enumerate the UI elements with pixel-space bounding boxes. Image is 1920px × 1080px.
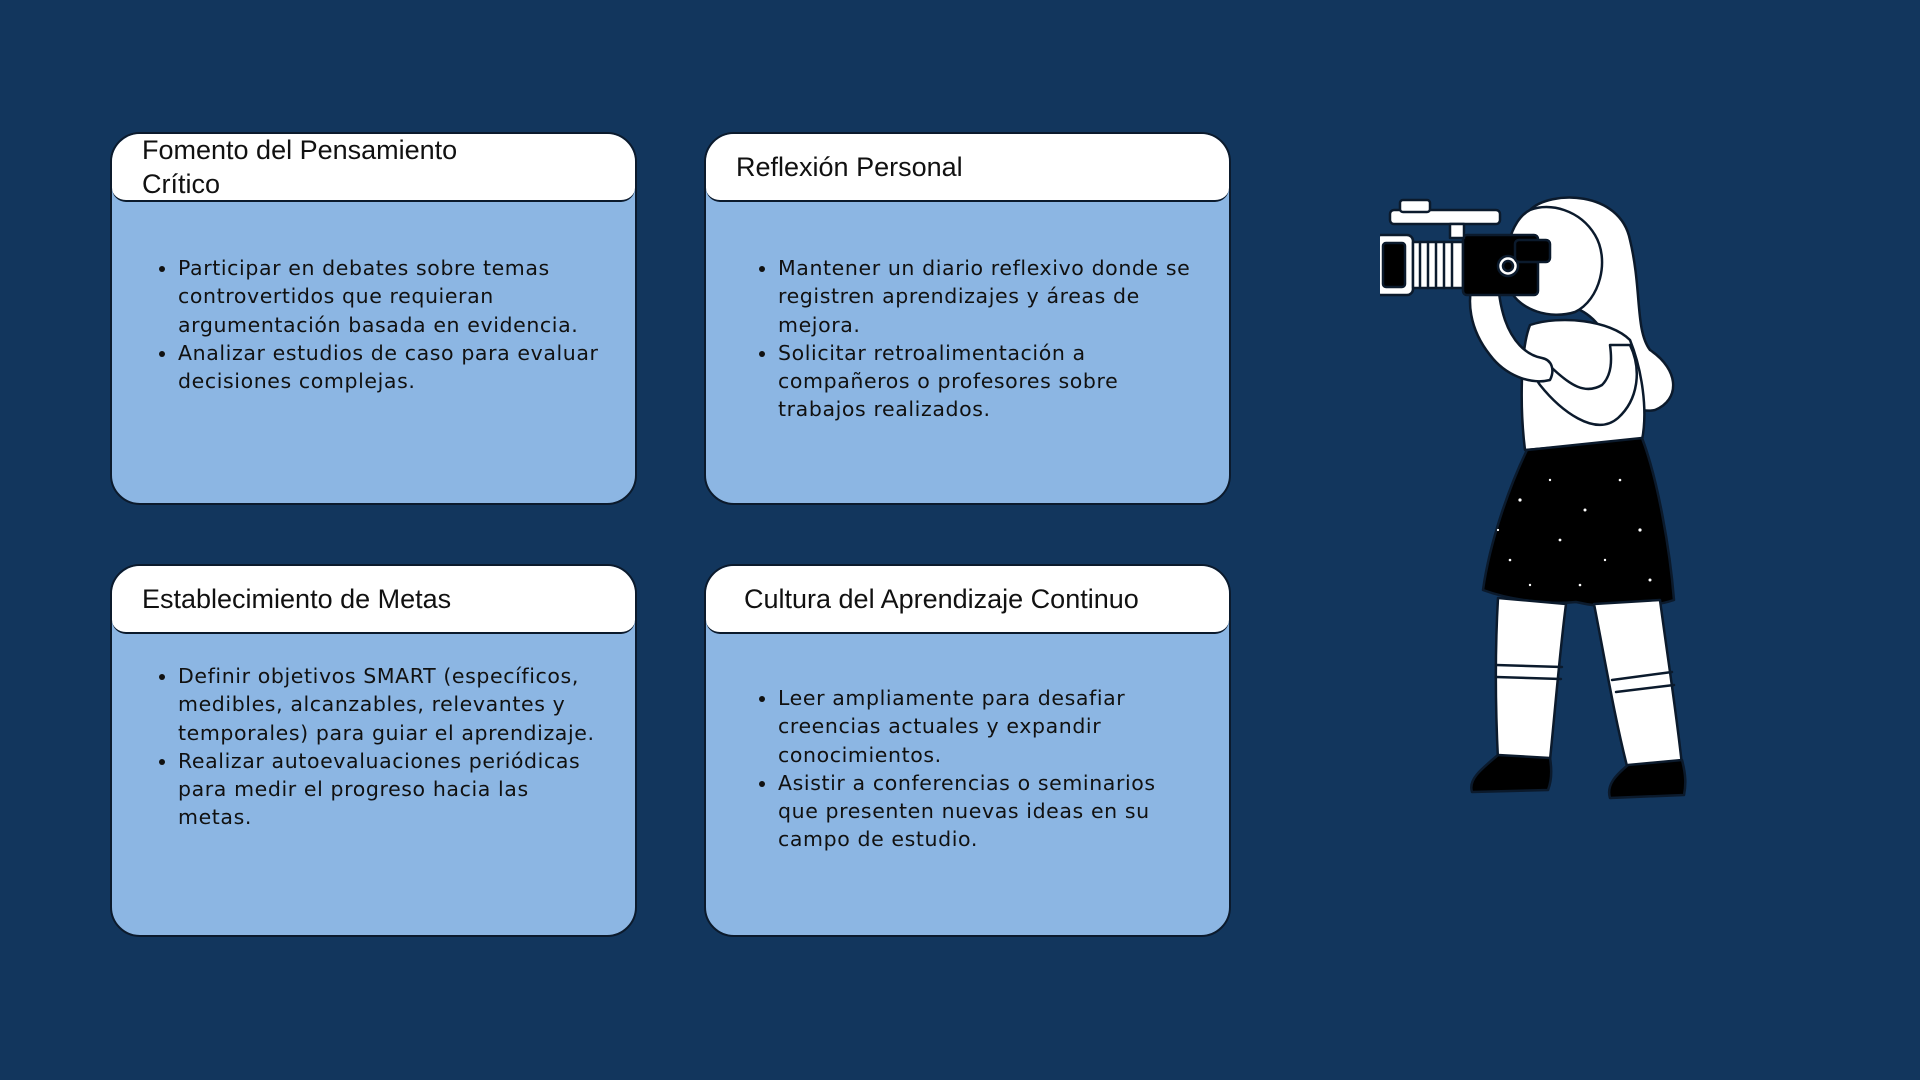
bullet-list: Definir objetivos SMART (específicos, me… [160,662,605,832]
list-item: Participar en debates sobre temas contro… [178,254,605,339]
list-item: Leer ampliamente para desafiar creencias… [778,684,1199,769]
card-establecimiento-metas: Establecimiento de Metas Definir objetiv… [110,564,637,937]
card-header: Establecimiento de Metas [112,566,635,634]
card-title: Reflexión Personal [736,152,963,182]
list-item: Definir objetivos SMART (específicos, me… [178,662,605,747]
card-aprendizaje-continuo: Cultura del Aprendizaje Continuo Leer am… [704,564,1231,937]
list-item: Asistir a conferencias o seminarios que … [778,769,1199,854]
video-camera-icon [1380,198,1552,297]
list-item: Analizar estudios de caso para evaluar d… [178,339,605,396]
right-shoe-shape [1607,758,1687,800]
card-header: Cultura del Aprendizaje Continuo [706,566,1229,634]
skirt-dots [1496,478,1652,587]
card-header: Reflexión Personal [706,134,1229,202]
card-title: Fomento del Pensamiento Crítico [142,135,458,199]
card-reflexion-personal: Reflexión Personal Mantener un diario re… [704,132,1231,505]
list-item: Mantener un diario reflexivo donde se re… [778,254,1199,339]
card-title: Establecimiento de Metas [142,584,452,614]
left-shoe-shape [1469,753,1553,794]
bullet-list: Mantener un diario reflexivo donde se re… [760,254,1199,424]
card-pensamiento-critico: Fomento del Pensamiento Crítico Particip… [110,132,637,505]
front-arm-shape [1468,273,1554,383]
bullet-list: Participar en debates sobre temas contro… [160,254,605,395]
card-title: Cultura del Aprendizaje Continuo [744,584,1139,614]
skirt-shape [1481,436,1676,609]
woman-with-video-camera-illustration [1380,196,1687,800]
list-item: Solicitar retroalimentación a compañeros… [778,339,1199,424]
card-header: Fomento del Pensamiento Crítico [112,134,635,202]
bullet-list: Leer ampliamente para desafiar creencias… [760,684,1199,854]
list-item: Realizar autoevaluaciones periódicas par… [178,747,605,832]
